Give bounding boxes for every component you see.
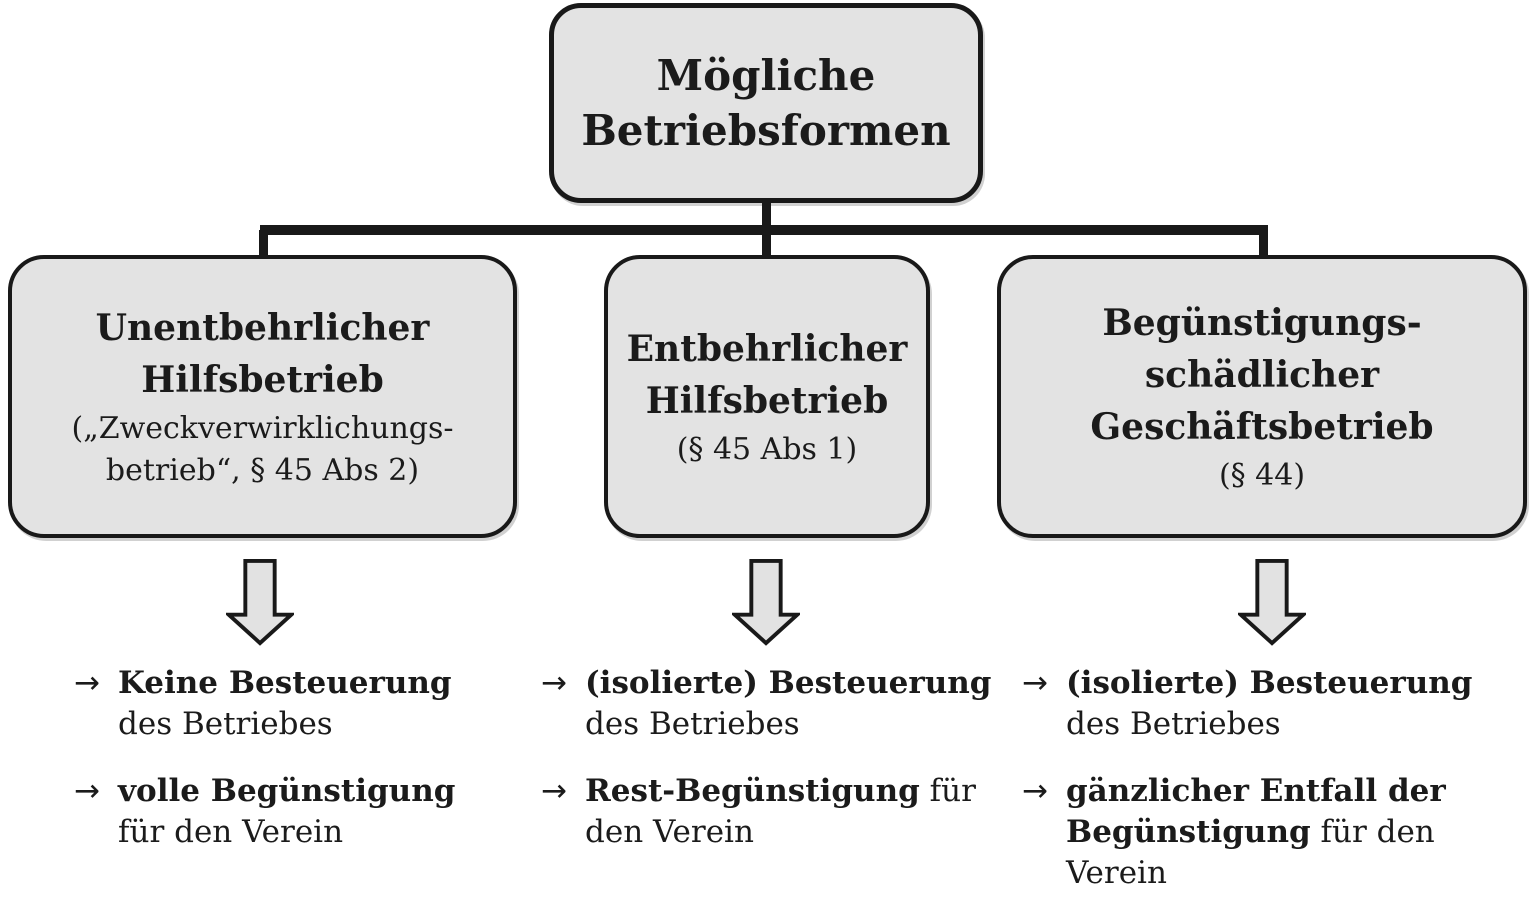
node-title: Unentbehrlicher Hilfsbetrieb bbox=[95, 306, 430, 402]
node-subtitle: („Zweckverwirklichungs- betrieb“, § 45 A… bbox=[71, 411, 454, 488]
bullet-text: (isolierte) Besteuerung des Betriebes bbox=[585, 663, 991, 745]
node-subtitle: (§ 45 Abs 1) bbox=[676, 431, 858, 467]
bullet-regular-text: für bbox=[919, 773, 976, 809]
bullet-text: Rest-Begünstigung für den Verein bbox=[585, 771, 976, 853]
bullet-column-entbehrlicher: → (isolierte) Besteuerung des Betriebes … bbox=[541, 663, 991, 853]
bullet-bold-text: Keine Besteuerung bbox=[118, 665, 452, 701]
bullet-line: den Verein bbox=[585, 812, 976, 853]
bullet-arrow-icon: → bbox=[74, 665, 100, 701]
bullet-text: (isolierte) Besteuerung des Betriebes bbox=[1066, 663, 1472, 745]
bullet-bold-text: (isolierte) Besteuerung bbox=[585, 665, 992, 701]
bullet-column-unentbehrlicher: → Keine Besteuerung des Betriebes → voll… bbox=[74, 663, 455, 853]
bullet-bold-text: Begünstigung bbox=[1066, 814, 1311, 850]
connector-stub-left bbox=[259, 230, 268, 258]
bullet-line: (isolierte) Besteuerung bbox=[1066, 663, 1472, 704]
root-node-moegliche-betriebsformen: Mögliche Betriebsformen bbox=[549, 3, 983, 203]
bullet-line: für den Verein bbox=[118, 812, 455, 853]
bullet-bold-text: Rest-Begünstigung bbox=[585, 773, 920, 809]
bullet-line: Begünstigung für den bbox=[1066, 812, 1446, 853]
bullet-text: Keine Besteuerung des Betriebes bbox=[118, 663, 452, 745]
down-block-arrow-icon bbox=[732, 558, 800, 646]
bullet-regular-text: des Betriebes bbox=[585, 706, 800, 742]
node-title: Begünstigungs- schädlicher Geschäftsbetr… bbox=[1090, 301, 1434, 448]
bullet-line: volle Begünstigung bbox=[118, 771, 455, 812]
bullet-regular-text: des Betriebes bbox=[1066, 706, 1281, 742]
node-unentbehrlicher-hilfsbetrieb: Unentbehrlicher Hilfsbetrieb („Zweckverw… bbox=[8, 255, 517, 538]
bullet-arrow-icon: → bbox=[74, 773, 100, 809]
root-node-title: Mögliche Betriebsformen bbox=[581, 50, 951, 155]
bullet-item: → (isolierte) Besteuerung des Betriebes bbox=[1022, 663, 1472, 745]
node-entbehrlicher-hilfsbetrieb: Entbehrlicher Hilfsbetrieb (§ 45 Abs 1) bbox=[604, 255, 930, 538]
bullet-line: des Betriebes bbox=[1066, 704, 1472, 745]
bullet-regular-text: für den bbox=[1310, 814, 1435, 850]
bullet-arrow-icon: → bbox=[1022, 665, 1048, 701]
bullet-text: volle Begünstigung für den Verein bbox=[118, 771, 455, 853]
bullet-line: (isolierte) Besteuerung bbox=[585, 663, 991, 704]
bullet-arrow-icon: → bbox=[541, 773, 567, 809]
node-beguenstigungsschaedlicher-geschaeftsbetrieb: Begünstigungs- schädlicher Geschäftsbetr… bbox=[997, 255, 1527, 538]
bullet-item: → (isolierte) Besteuerung des Betriebes bbox=[541, 663, 991, 745]
node-subtitle: (§ 44) bbox=[1218, 458, 1306, 494]
connector-stub-right bbox=[1259, 230, 1268, 258]
bullet-regular-text: den Verein bbox=[585, 814, 754, 850]
bullet-line: gänzlicher Entfall der bbox=[1066, 771, 1446, 812]
bullet-arrow-icon: → bbox=[1022, 773, 1048, 809]
connector-crossbar bbox=[260, 225, 1268, 235]
node-title: Entbehrlicher Hilfsbetrieb bbox=[626, 327, 908, 422]
bullet-line: Verein bbox=[1066, 853, 1446, 894]
bullet-column-beguenstigungsschaedlicher: → (isolierte) Besteuerung des Betriebes … bbox=[1022, 663, 1472, 894]
bullet-line: des Betriebes bbox=[118, 704, 452, 745]
bullet-item: → gänzlicher Entfall der Begünstigung fü… bbox=[1022, 771, 1472, 894]
bullet-item: → volle Begünstigung für den Verein bbox=[74, 771, 455, 853]
bullet-arrow-icon: → bbox=[541, 665, 567, 701]
bullet-line: des Betriebes bbox=[585, 704, 991, 745]
bullet-line: Rest-Begünstigung für bbox=[585, 771, 976, 812]
bullet-item: → Rest-Begünstigung für den Verein bbox=[541, 771, 991, 853]
down-block-arrow-icon bbox=[1238, 558, 1306, 646]
bullet-text: gänzlicher Entfall der Begünstigung für … bbox=[1066, 771, 1446, 894]
down-block-arrow-icon bbox=[226, 558, 294, 646]
bullet-line: Keine Besteuerung bbox=[118, 663, 452, 704]
bullet-bold-text: gänzlicher Entfall der bbox=[1066, 773, 1446, 809]
bullet-item: → Keine Besteuerung des Betriebes bbox=[74, 663, 455, 745]
bullet-bold-text: (isolierte) Besteuerung bbox=[1066, 665, 1473, 701]
bullet-regular-text: für den Verein bbox=[118, 814, 344, 850]
bullet-regular-text: des Betriebes bbox=[118, 706, 333, 742]
bullet-regular-text: Verein bbox=[1066, 855, 1167, 891]
bullet-bold-text: volle Begünstigung bbox=[118, 773, 456, 809]
